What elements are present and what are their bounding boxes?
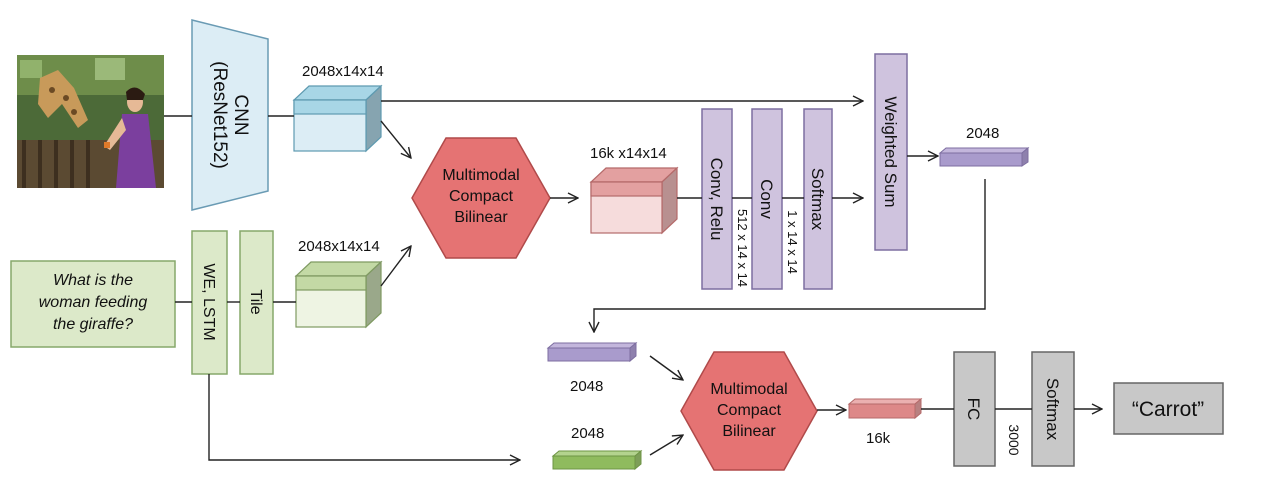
image-feature-cube — [292, 84, 383, 153]
mcb2-line-1: Multimodal — [710, 381, 787, 398]
mcb2-output-vector — [847, 397, 923, 420]
mcb1-line-2: Compact — [449, 188, 514, 205]
fc-block: FC — [953, 351, 996, 467]
softmax-2-label: Softmax — [1043, 378, 1062, 441]
cnn-sub-label: (ResNet152) — [209, 61, 230, 169]
softmax-block-2: Softmax — [1031, 351, 1075, 467]
mcb-block-1: Multimodal Compact Bilinear — [411, 137, 551, 259]
edge-question-vector-to-mcb2 — [649, 435, 683, 456]
we-lstm-block: WE, LSTM — [191, 230, 228, 375]
input-image — [17, 55, 164, 188]
mcb1-line-3: Bilinear — [454, 209, 508, 226]
tile-block: Tile — [239, 230, 274, 375]
edge-attended-to-mcb2 — [649, 355, 683, 380]
weighted-sum-label: Weighted Sum — [881, 96, 900, 207]
edge-vector-loop-down — [594, 179, 986, 332]
connections — [164, 101, 1102, 460]
mcb1-line-1: Multimodal — [442, 167, 519, 184]
question-input: What is the woman feeding the giraffe? — [10, 260, 176, 348]
tile-label: Tile — [247, 289, 264, 314]
edge-image-cube-to-mcb1 — [380, 120, 411, 158]
attended-vector — [938, 146, 1030, 167]
attended-dims: 2048 — [966, 125, 999, 142]
conv-relu-label: Conv, Relu — [707, 158, 726, 241]
mcb2-line-2: Compact — [717, 402, 782, 419]
weighted-sum-block: Weighted Sum — [874, 53, 908, 251]
we-lstm-label: WE, LSTM — [200, 263, 217, 340]
mcb-output-dims: 16k x14x14 — [590, 145, 667, 162]
conv-relu-dims: 512 x 14 x 14 — [735, 209, 750, 287]
edge-text-cube-to-mcb1 — [380, 246, 411, 287]
mcb-block-2: Multimodal Compact Bilinear — [680, 351, 818, 471]
text-feature-dims: 2048x14x14 — [298, 238, 380, 255]
question-line-3: the giraffe? — [53, 316, 133, 333]
question-vector — [551, 449, 643, 471]
attended-vector-copy — [546, 341, 638, 363]
conv-relu-block: Conv, Relu — [701, 108, 733, 290]
question-line-1: What is the — [53, 272, 133, 289]
question-line-2: woman feeding — [39, 294, 148, 311]
mcb-output-cube — [589, 166, 679, 235]
image-feature-dims: 2048x14x14 — [302, 63, 384, 80]
conv-block: Conv — [751, 108, 783, 290]
cnn-block: CNN (ResNet152) — [191, 19, 269, 211]
fc-label: FC — [964, 398, 983, 421]
answer-label: “Carrot” — [1132, 398, 1204, 421]
cnn-label: CNN — [230, 94, 251, 135]
fc-output-dims: 3000 — [1006, 424, 1022, 455]
conv-label: Conv — [757, 179, 776, 219]
mcb2-output-dims: 16k — [866, 430, 891, 447]
text-feature-cube — [294, 260, 383, 329]
softmax-block-1: Softmax — [803, 108, 833, 290]
answer-output: “Carrot” — [1113, 382, 1224, 435]
mcb2-line-3: Bilinear — [722, 423, 776, 440]
softmax-1-label: Softmax — [808, 168, 827, 231]
question-vector-dims: 2048 — [571, 425, 604, 442]
attended-copy-dims: 2048 — [570, 378, 603, 395]
edge-lstm-to-question-vector — [208, 374, 520, 460]
conv-dims: 1 x 14 x 14 — [785, 210, 800, 274]
